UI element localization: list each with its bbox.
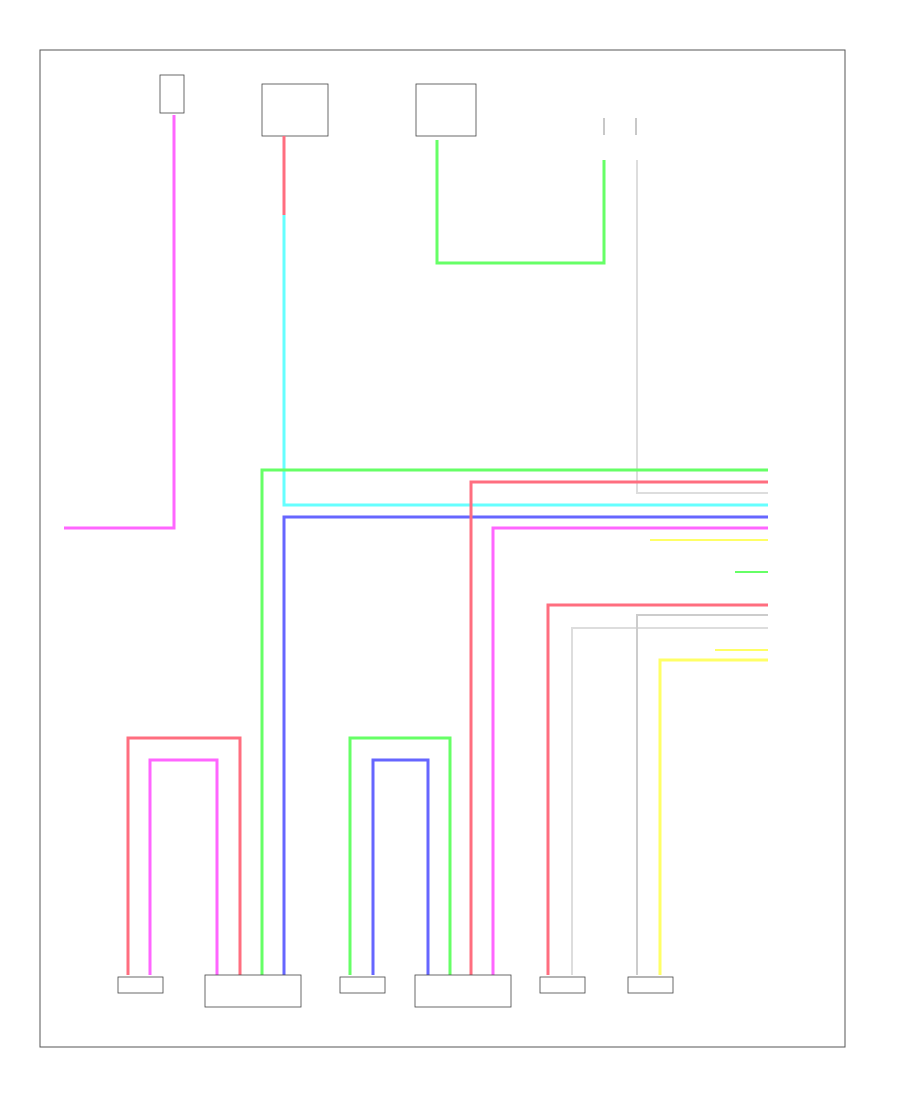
wire-gray-right (636, 614, 768, 975)
bottom-component-1 (117, 976, 164, 994)
top-component-1 (159, 74, 185, 114)
wire-white-right (636, 160, 768, 494)
wire-green-loop-mid (348, 736, 452, 975)
wire-red-right (546, 603, 768, 975)
top-component-3 (415, 83, 477, 137)
wire-white-right-2 (571, 627, 768, 975)
top-component-2 (261, 83, 329, 137)
wire-green-top (435, 140, 606, 265)
wire-red-bus (469, 480, 768, 975)
wire-blue-loop-mid (371, 758, 430, 975)
wire-magenta-loop-left (148, 758, 219, 975)
bottom-component-6 (627, 976, 674, 994)
wire-pink-left (64, 115, 176, 530)
bottom-component-4 (414, 974, 512, 1008)
wire-red-loop-left (126, 736, 242, 975)
top-component-4 (603, 118, 637, 135)
bottom-component-5 (539, 976, 586, 994)
wire-green-bus (260, 468, 768, 975)
bottom-component-3 (339, 976, 386, 994)
wire-cyan (282, 215, 768, 507)
bottom-component-2 (204, 974, 302, 1008)
wire-yellow-right (658, 658, 768, 975)
wire-magenta-bus (491, 526, 768, 975)
diagram-frame (39, 49, 846, 1048)
wire-blue-bus (282, 515, 768, 975)
